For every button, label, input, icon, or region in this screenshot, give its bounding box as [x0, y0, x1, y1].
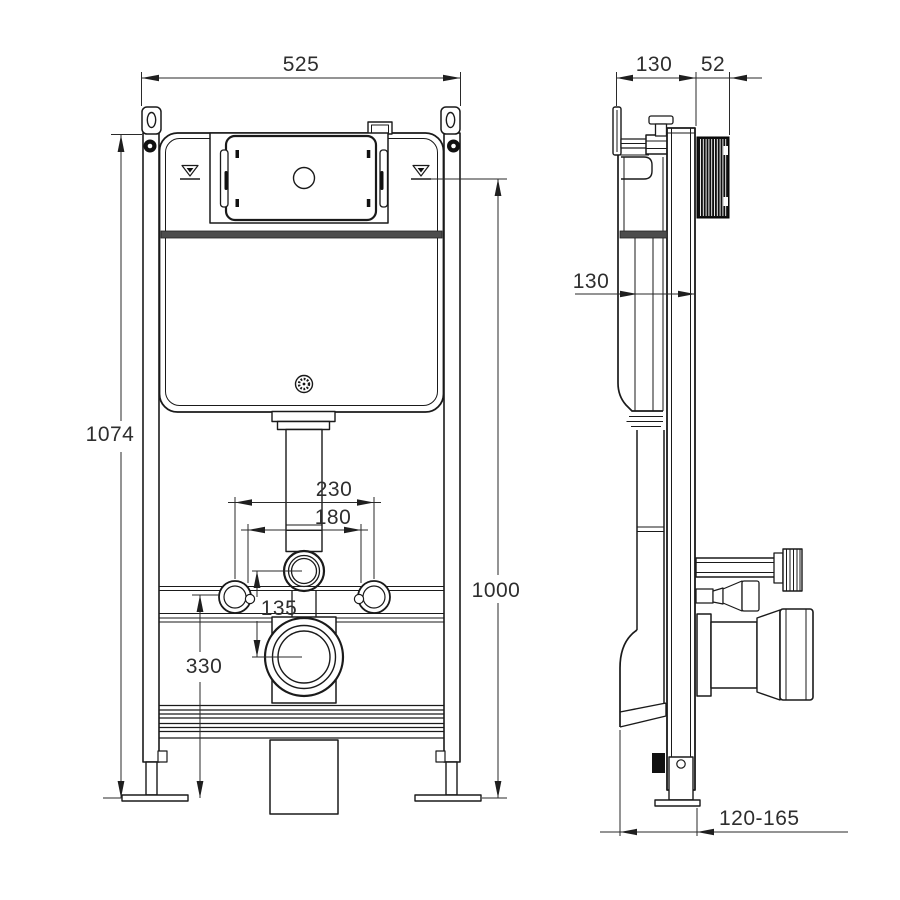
- dim-front-width-label: 525: [283, 53, 320, 76]
- window-tick: [366, 199, 371, 207]
- right-adjustable-leg: [445, 761, 458, 796]
- dim-waste-fixing-height-label: 330: [186, 655, 223, 678]
- housing-clip: [723, 197, 728, 206]
- window-tick: [235, 150, 239, 158]
- dim-cistern-depth: 130: [573, 270, 695, 298]
- access-box-hole: [292, 166, 316, 190]
- dim-inner-bolt-spacing-label: 180: [315, 506, 352, 529]
- left-clip-slot: [224, 171, 228, 190]
- side-flush-pipe: [619, 430, 667, 728]
- window-tick: [366, 150, 371, 158]
- front-left-rail: [142, 132, 160, 763]
- left-wall-bracket: [141, 106, 162, 135]
- bottom-cross-rails: [159, 704, 444, 739]
- dim-foot-adjustment-label: 120-165: [719, 807, 800, 830]
- service-screw: [294, 374, 314, 394]
- window-tick: [235, 199, 239, 207]
- side-view: 130 52 130 120-165: [573, 53, 848, 836]
- dim-front-width: 525: [141, 53, 461, 106]
- housing-clip: [723, 146, 728, 155]
- right-bracket-bolt-center: [451, 143, 456, 149]
- flush-pipe: [271, 410, 336, 618]
- dim-side-depths: 130 52: [616, 53, 762, 135]
- left-leg-hole: [157, 750, 168, 763]
- front-right-rail: [443, 132, 461, 763]
- bolt-rail-lines: [159, 585, 444, 623]
- dim-frame-depth-label: 130: [636, 53, 673, 76]
- dim-flush-to-waste-offset: 135: [252, 570, 302, 658]
- dim-outer-bolt-spacing: 230: [228, 478, 381, 579]
- dim-front-overall-height-label: 1074: [86, 423, 135, 446]
- right-fixing-bolt: [353, 580, 391, 614]
- side-adjustable-leg: [668, 756, 694, 801]
- left-foot-plate: [121, 794, 189, 802]
- side-seam-band: [619, 230, 668, 239]
- pipe-clamp: [652, 753, 665, 773]
- right-clip-slot: [380, 171, 384, 190]
- right-bracket-slot: [445, 111, 456, 129]
- dim-inner-bolt-spacing: 180: [241, 506, 368, 583]
- dim-waste-fixing-height: 330: [186, 594, 223, 798]
- dim-outer-bolt-spacing-label: 230: [316, 478, 353, 501]
- right-foot-plate: [414, 794, 482, 802]
- fill-valve-cap: [648, 115, 674, 125]
- leg-pin-hole: [676, 759, 686, 769]
- side-foot-plate: [654, 799, 701, 807]
- left-adjustable-leg: [145, 761, 158, 796]
- dim-front-marker-height-label: 1000: [472, 579, 521, 602]
- cistern-seam-band: [160, 230, 443, 239]
- side-frame-rail-lines: [667, 128, 695, 790]
- left-bracket-slot: [146, 111, 157, 129]
- bracket-arm: [621, 156, 653, 180]
- left-clip: [219, 149, 229, 208]
- dim-flush-to-waste-offset-label: 135: [261, 597, 298, 620]
- dim-cistern-depth-label: 130: [573, 270, 610, 293]
- dim-front-overall-height: 1074: [86, 134, 142, 799]
- left-bracket-bolt-center: [147, 143, 153, 149]
- flush-plate-access-window: [224, 134, 378, 222]
- side-flush-connection: [695, 548, 803, 592]
- waste-outlet: [263, 616, 345, 704]
- drain-outlet-box: [269, 739, 339, 815]
- fill-valve-stem: [654, 123, 668, 137]
- flush-plate-housing: [696, 136, 730, 219]
- right-clip: [379, 149, 389, 208]
- right-leg-hole: [435, 750, 446, 763]
- right-wall-bracket: [440, 106, 461, 135]
- dim-front-marker-height: 1000: [431, 178, 521, 799]
- water-level-icon: [180, 164, 200, 180]
- dim-foot-adjustment: 120-165: [600, 730, 848, 836]
- front-view: 525 1074 1000 230 18: [86, 53, 521, 815]
- left-fixing-bolt: [218, 580, 256, 614]
- side-waste-connector: [696, 608, 814, 701]
- side-cistern-profile: [617, 154, 668, 428]
- side-valve-stub: [695, 580, 760, 612]
- water-level-icon: [411, 164, 431, 180]
- dim-housing-depth-label: 52: [701, 53, 725, 76]
